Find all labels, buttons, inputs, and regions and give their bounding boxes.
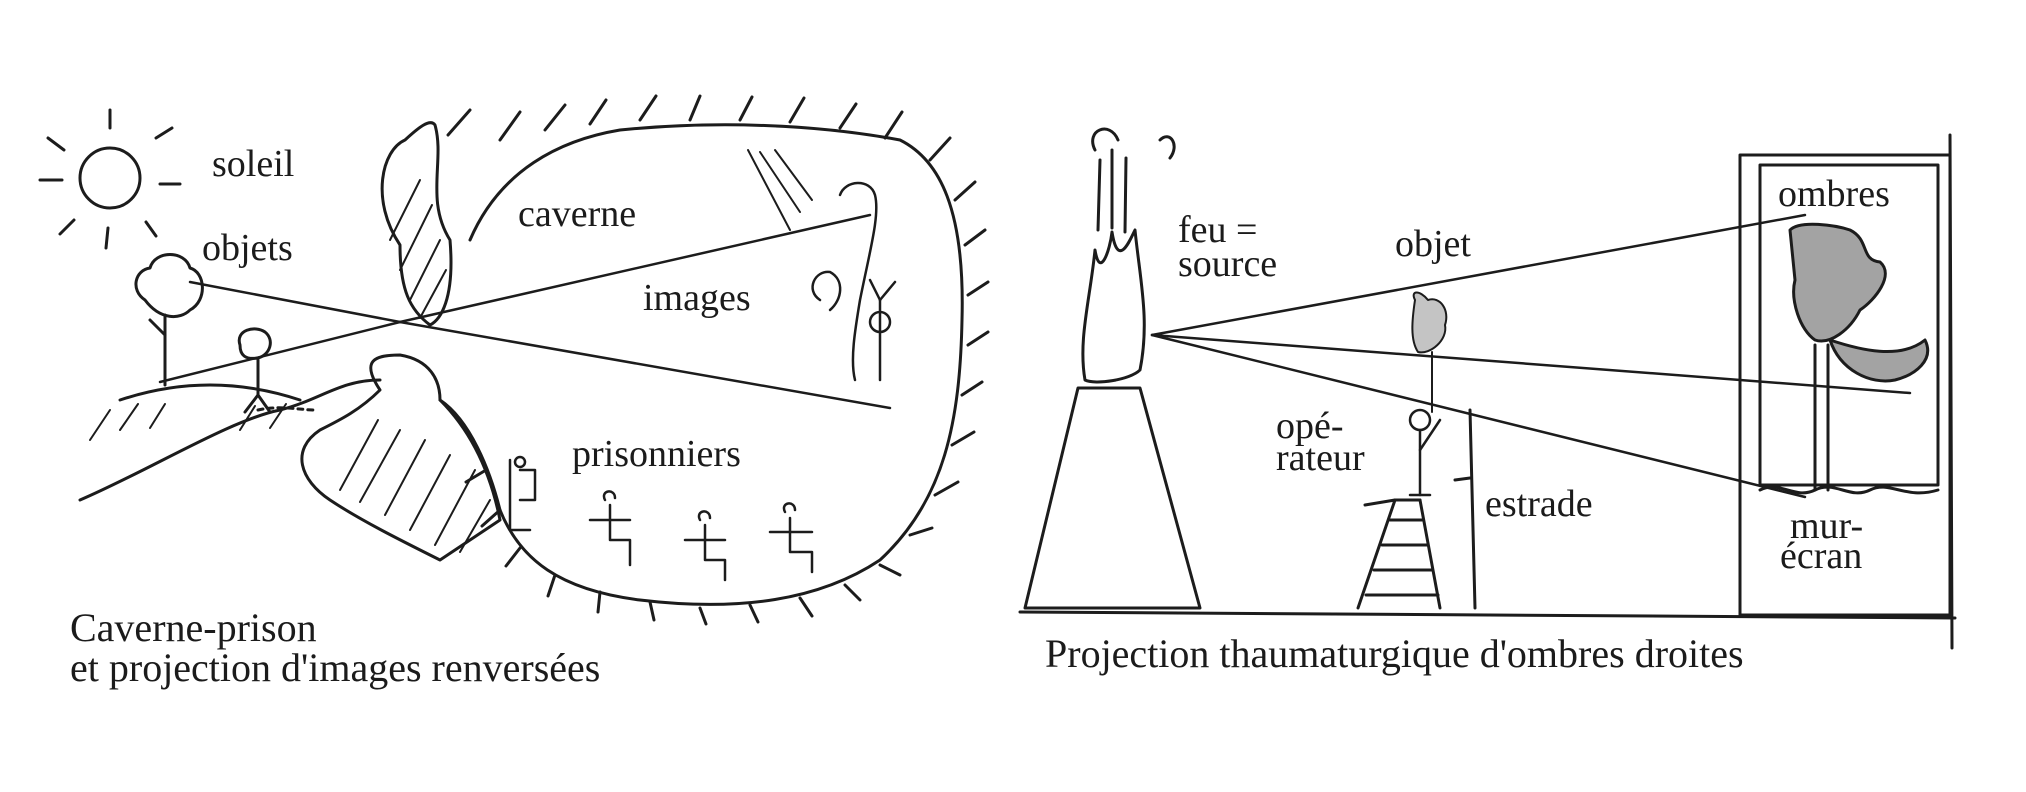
label-source: source bbox=[1178, 243, 1278, 285]
caption-left-line1: Caverne-prison bbox=[70, 605, 317, 650]
rock-pillar bbox=[380, 121, 453, 327]
label-soleil: soleil bbox=[212, 143, 295, 185]
tree-icon bbox=[134, 253, 204, 387]
label-operateur-line1: opé- bbox=[1276, 405, 1344, 447]
label-estrade: estrade bbox=[1485, 483, 1593, 525]
label-mur: mur- bbox=[1790, 505, 1864, 547]
inverted-images-icon bbox=[811, 181, 897, 382]
held-object-icon bbox=[1411, 291, 1448, 413]
fire-icon bbox=[1081, 127, 1176, 384]
figure-object-icon bbox=[237, 327, 317, 414]
operator-icon bbox=[1408, 408, 1442, 497]
label-objet: objet bbox=[1395, 223, 1471, 265]
shadow-icon bbox=[1788, 222, 1930, 492]
platform-stairs bbox=[1356, 408, 1477, 610]
sun-icon bbox=[38, 108, 182, 250]
label-objets: objets bbox=[202, 227, 293, 269]
label-operateur-line2: rateur bbox=[1276, 437, 1365, 479]
label-images: images bbox=[643, 277, 751, 319]
prisoners-icon bbox=[508, 455, 814, 582]
label-feu: feu = bbox=[1178, 209, 1258, 251]
cave-wall bbox=[438, 123, 964, 606]
caption-left-line2: et projection d'images renversées bbox=[70, 645, 601, 690]
rock-entrance bbox=[300, 353, 502, 562]
label-caverne: caverne bbox=[518, 193, 637, 235]
label-prisonniers: prisonniers bbox=[572, 433, 741, 475]
label-ecran: écran bbox=[1780, 535, 1863, 577]
caption-right: Projection thaumaturgique d'ombres droit… bbox=[1045, 631, 1744, 676]
label-ombres: ombres bbox=[1778, 173, 1890, 215]
screen-frame bbox=[1738, 153, 1952, 617]
pedestal bbox=[1023, 386, 1202, 610]
